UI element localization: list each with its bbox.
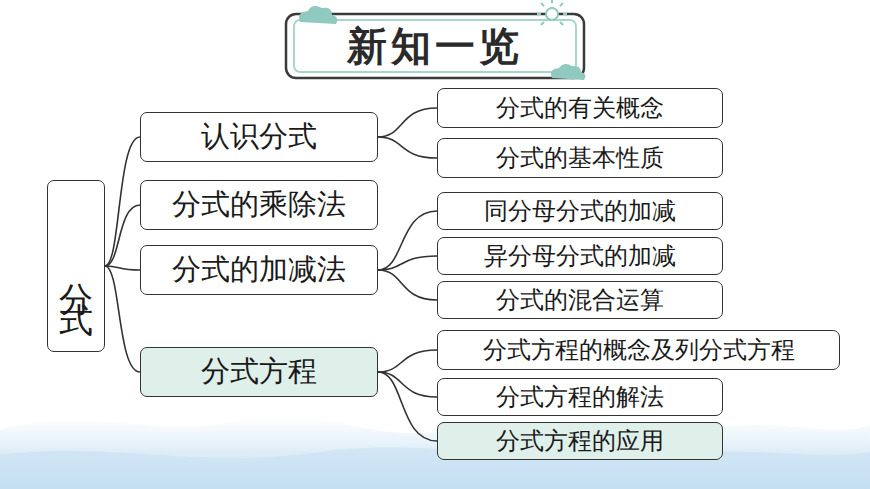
tree-connector [378, 372, 437, 441]
node-label: 分式方程的解法 [496, 384, 664, 410]
node-label: 分式的有关概念 [496, 95, 664, 121]
tree-connector [105, 266, 140, 372]
topic-box: 分式的加减法 [140, 245, 378, 295]
node-label: 同分母分式的加减 [484, 198, 676, 224]
node-label: 分式方程的应用 [496, 428, 664, 454]
tree-connector [105, 266, 140, 270]
tree-connector [378, 350, 437, 372]
subtopic-box: 异分母分式的加减 [437, 237, 723, 275]
cloud [299, 6, 337, 24]
sun [537, 0, 567, 25]
subtopic-box: 分式方程的概念及列分式方程 [437, 330, 840, 370]
tree-connector [378, 108, 437, 137]
subtopic-box: 分式的有关概念 [437, 88, 723, 128]
subtopic-box: 分式的基本性质 [437, 138, 723, 178]
subtopic-box: 分式的混合运算 [437, 281, 723, 319]
page-title: 新知一览 [300, 17, 570, 75]
node-label: 分式的加减法 [172, 254, 346, 286]
sky-wash [0, 415, 870, 489]
subtopic-box: 分式方程的解法 [437, 378, 723, 416]
node-label: 分式 [59, 236, 93, 296]
node-label: 异分母分式的加减 [484, 243, 676, 269]
tree-connector [378, 137, 437, 158]
cloud [551, 64, 586, 80]
tree-connector [378, 256, 437, 270]
tree-connector [105, 205, 140, 266]
tree-connector [378, 372, 437, 397]
sky-wash [0, 448, 870, 489]
subtopic-box: 同分母分式的加减 [437, 192, 723, 230]
topic-box: 分式方程 [140, 347, 378, 397]
node-label: 分式方程 [201, 356, 317, 388]
tree-connector [378, 211, 437, 270]
tree-connector [378, 270, 437, 300]
node-label: 分式的基本性质 [496, 145, 664, 171]
node-label: 分式方程的概念及列分式方程 [483, 337, 795, 363]
node-label: 分式的混合运算 [496, 287, 664, 313]
root-box: 分式 [47, 180, 105, 352]
tree-connector [105, 137, 140, 266]
node-label: 分式的乘除法 [172, 189, 346, 221]
node-label: 认识分式 [201, 121, 317, 153]
subtopic-box: 分式方程的应用 [437, 422, 723, 460]
topic-box: 分式的乘除法 [140, 180, 378, 230]
topic-box: 认识分式 [140, 112, 378, 162]
